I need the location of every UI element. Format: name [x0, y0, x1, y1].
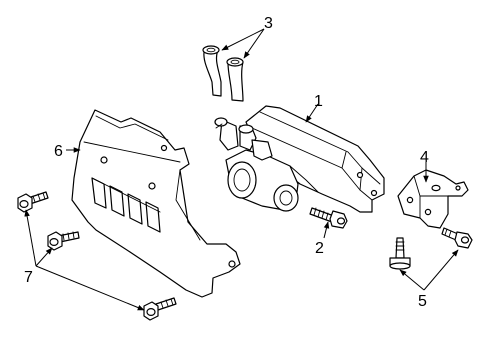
hose-left [202, 45, 222, 97]
hose-right [226, 57, 244, 102]
callout-5: 5 [418, 293, 427, 310]
callout-4: 4 [420, 149, 429, 166]
bolt-5b [441, 227, 473, 249]
bolt-2 [309, 207, 348, 229]
stud-bolt-5a [389, 237, 411, 270]
callout-7: 7 [24, 269, 33, 286]
callout-2: 2 [315, 240, 324, 257]
mounting-bracket [397, 169, 469, 229]
heat-shield-cover [71, 109, 241, 298]
callout-6: 6 [54, 143, 63, 160]
leader-lines [24, 28, 459, 311]
callout-1: 1 [314, 93, 323, 110]
bolt-7b [47, 231, 80, 251]
bolt-7a [17, 191, 49, 213]
bolt-7c [143, 297, 177, 321]
cooler-assembly [214, 105, 385, 213]
callout-3: 3 [264, 15, 273, 32]
